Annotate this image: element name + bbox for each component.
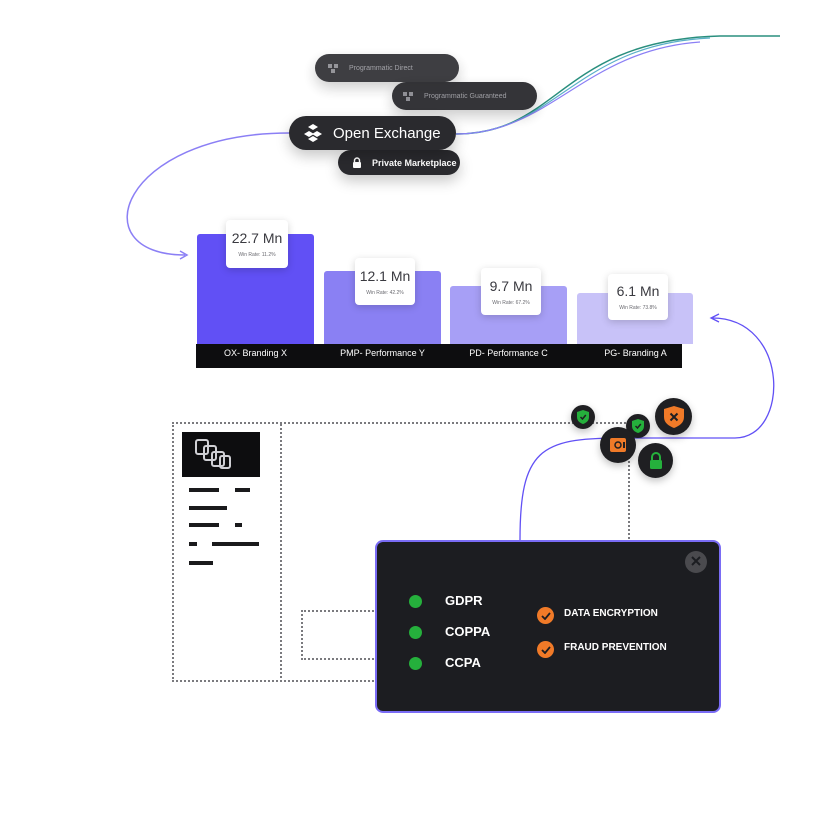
boxes-icon <box>303 123 323 143</box>
redacted-line <box>189 523 219 527</box>
lock-icon <box>638 443 673 478</box>
redacted-line <box>189 506 227 510</box>
arrow-left-icon <box>709 313 720 323</box>
flow-line-to-bars <box>126 132 290 256</box>
green-dot-icon <box>409 595 422 608</box>
check-circle-icon <box>537 641 554 658</box>
redacted-line <box>235 488 250 492</box>
bar-value: 6.1 Mn <box>616 283 660 299</box>
boxes-icon <box>402 90 414 102</box>
redacted-line <box>189 542 197 546</box>
bar-label: OX- Branding X <box>223 348 288 358</box>
bar-label: PG- Branding A <box>604 348 667 358</box>
programmatic-guaranteed-label: Programmatic Guaranteed <box>424 92 507 100</box>
boxes-icon <box>327 62 339 74</box>
shield-check-icon <box>571 405 595 429</box>
bar-value-card: 9.7 Mn Win Rate: 67.2% <box>481 268 541 315</box>
programmatic-direct-label: Programmatic Direct <box>349 64 413 72</box>
document-divider <box>280 424 282 678</box>
compliance-coppa: COPPA <box>445 624 491 639</box>
open-exchange-label: Open Exchange <box>333 124 441 142</box>
flow-line-security <box>519 317 775 541</box>
security-data-encryption: DATA ENCRYPTION <box>564 608 658 619</box>
green-dot-icon <box>409 626 422 639</box>
private-marketplace-label: Private Marketplace <box>372 157 457 168</box>
flow-line-purple <box>455 41 701 135</box>
bar-value-card: 22.7 Mn Win Rate: 11.2% <box>226 220 288 268</box>
safe-icon <box>600 427 636 463</box>
bar-value-card: 6.1 Mn Win Rate: 73.8% <box>608 274 668 320</box>
compliance-panel <box>375 540 721 713</box>
redacted-line <box>189 561 213 565</box>
document-inner-frame <box>301 610 385 660</box>
close-icon <box>691 553 701 571</box>
bar-label: PMP- Performance Y <box>340 348 425 358</box>
win-rate: Win Rate: 73.8% <box>619 305 657 311</box>
shield-x-icon <box>655 398 692 435</box>
check-circle-icon <box>537 607 554 624</box>
bar-value-card: 12.1 Mn Win Rate: 42.2% <box>355 258 415 305</box>
compliance-gdpr: GDPR <box>445 593 483 608</box>
security-fraud-prevention: FRAUD PREVENTION <box>564 642 667 653</box>
win-rate: Win Rate: 42.2% <box>366 289 404 296</box>
bar-value: 22.7 Mn <box>231 230 283 246</box>
bar-label-strip <box>196 344 682 368</box>
redacted-line <box>189 488 219 492</box>
bar-label: PD- Performance C <box>469 348 548 358</box>
bar-value: 12.1 Mn <box>359 267 411 284</box>
lock-icon <box>352 156 362 169</box>
bar-value: 9.7 Mn <box>489 277 533 294</box>
arrow-right-icon <box>179 250 189 260</box>
green-dot-icon <box>409 657 422 670</box>
private-marketplace-pill[interactable]: Private Marketplace <box>338 150 460 175</box>
document-image <box>182 432 260 477</box>
chain-link-icon <box>194 438 234 477</box>
compliance-ccpa: CCPA <box>445 655 481 670</box>
programmatic-direct-pill[interactable]: Programmatic Direct <box>315 54 459 82</box>
redacted-line <box>235 523 242 527</box>
win-rate: Win Rate: 67.2% <box>492 299 530 306</box>
programmatic-guaranteed-pill[interactable]: Programmatic Guaranteed <box>392 82 537 110</box>
win-rate: Win Rate: 11.2% <box>238 252 276 258</box>
open-exchange-pill[interactable]: Open Exchange <box>289 116 456 150</box>
redacted-line <box>212 542 259 546</box>
close-button[interactable] <box>685 551 707 573</box>
